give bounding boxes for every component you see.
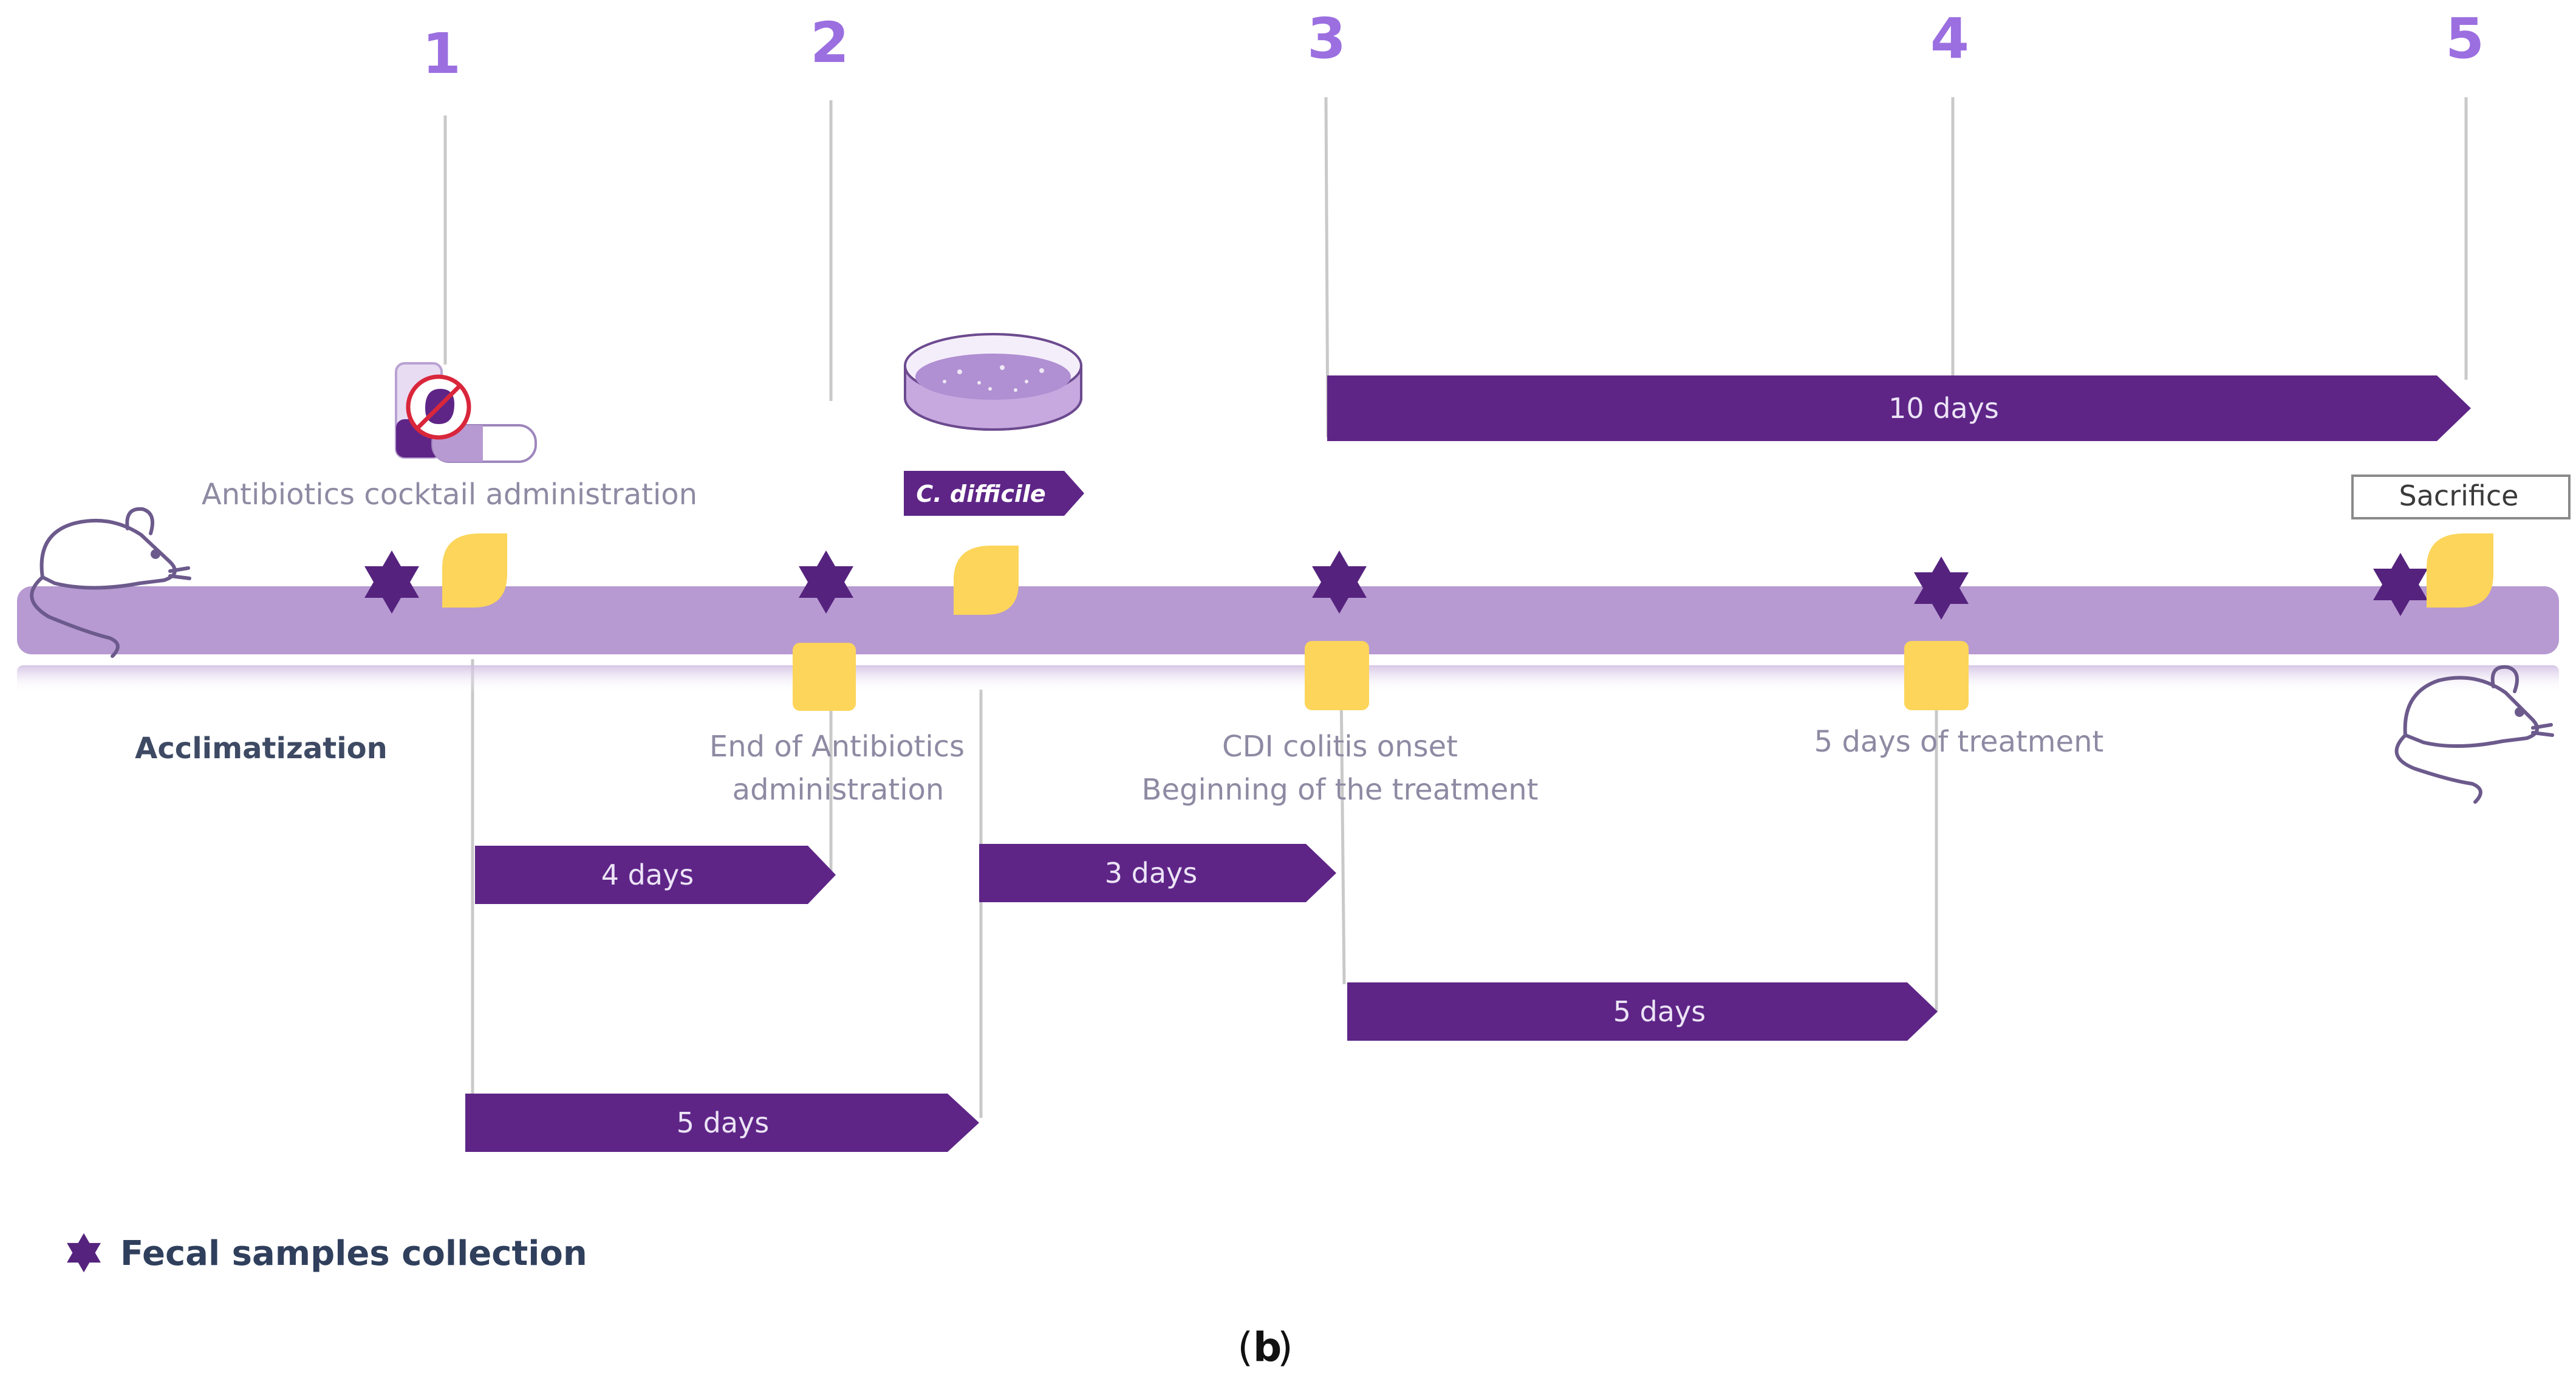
timeline-bar-reflection [17, 665, 2559, 693]
milestone-number-4: 4 [1930, 6, 1969, 71]
duration-label-10-days: 10 days [1888, 392, 1999, 425]
cdi-onset-label-line1: CDI colitis onset [1222, 730, 1458, 764]
guide-lines [443, 97, 2468, 1118]
arrow-3-days [979, 844, 1336, 902]
event-square-markers [793, 641, 1969, 711]
milestone-number-3: 3 [1307, 6, 1346, 71]
sacrifice-label: Sacrifice [2399, 479, 2519, 512]
arrow-5-days-antibiotics [465, 1094, 979, 1152]
legend-star-icon [67, 1233, 101, 1273]
square-marker-end-antibiotics [793, 643, 856, 711]
antibiotic-pills-icon [395, 362, 537, 463]
mouse-icon-start [30, 507, 191, 658]
legend: Fecal samples collection [67, 1233, 587, 1273]
event-leaf-markers [442, 533, 2493, 615]
caption-open-paren: ( [1237, 1324, 1253, 1371]
duration-arrows [465, 375, 2471, 1152]
caption-close-paren: ) [1277, 1324, 1293, 1371]
pathogen-tag [904, 471, 1084, 516]
pathogen-label: C. difficile [916, 481, 1045, 507]
leaf-marker-sacrifice [2427, 533, 2493, 608]
milestone-number-5: 5 [2445, 6, 2484, 71]
milestone-number-2: 2 [810, 10, 849, 75]
leaf-marker-infection [954, 546, 1019, 615]
acclimatization-label: Acclimatization [135, 731, 388, 766]
legend-label: Fecal samples collection [120, 1234, 587, 1273]
leaf-marker-antibiotics [442, 533, 507, 608]
guide-cdi-onset [1339, 686, 1346, 985]
duration-label-3-days: 3 days [1105, 857, 1197, 889]
antibiotics-label: Antibiotics cocktail administration [202, 478, 697, 512]
mouse-icon-end [2394, 665, 2554, 804]
sacrifice-box [2351, 474, 2571, 519]
duration-label-5-days-treatment: 5 days [1613, 995, 1706, 1028]
caption-letter: b [1253, 1324, 1282, 1371]
duration-label-4-days: 4 days [601, 858, 694, 891]
square-marker-treatment [1904, 641, 1969, 710]
arrow-4-days [475, 846, 836, 904]
arrow-5-days-treatment [1347, 982, 1938, 1041]
cdi-onset-label-line2: Beginning of the treatment [1142, 773, 1539, 807]
square-marker-cdi-onset [1305, 641, 1369, 710]
petri-dish-icon [904, 333, 1082, 431]
end-antibiotics-label-line1: End of Antibiotics [709, 730, 965, 764]
treatment-label: 5 days of treatment [1814, 725, 2104, 759]
arrow-10-days [1327, 375, 2471, 441]
end-antibiotics-label-line2: administration [733, 773, 945, 807]
milestone-number-1: 1 [422, 21, 461, 86]
duration-label-5-days-antibiotics: 5 days [677, 1106, 769, 1139]
